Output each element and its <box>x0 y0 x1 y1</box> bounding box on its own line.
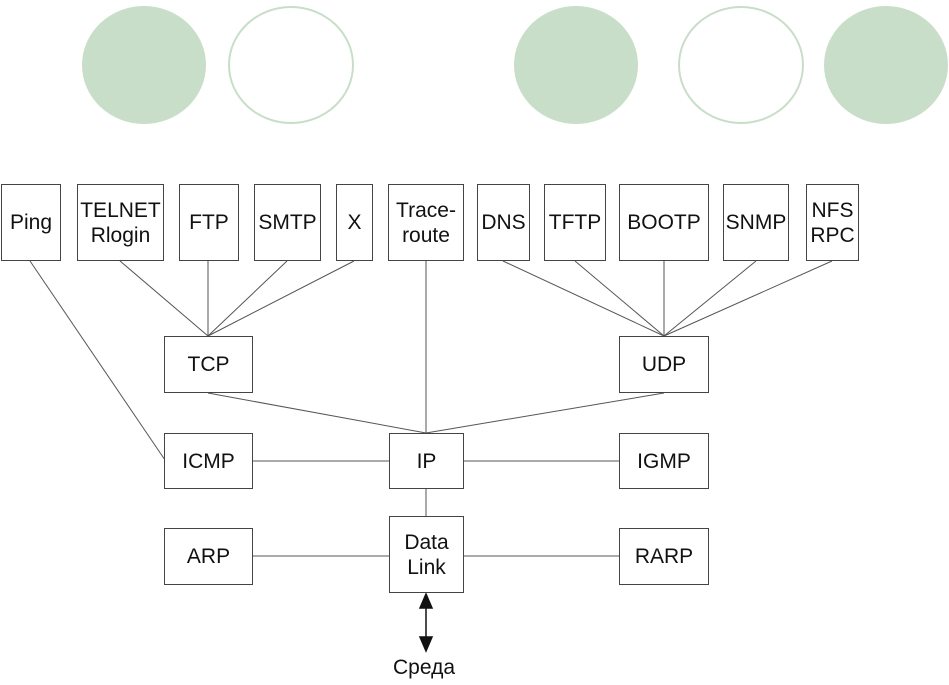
node-smtp: SMTP <box>254 184 321 261</box>
node-igmp: IGMP <box>619 433 709 489</box>
link-smtp-tcp <box>207 260 288 337</box>
media-label: Среда <box>393 656 455 679</box>
link-ping-icmp <box>29 260 166 461</box>
link-tftp-udp <box>574 260 665 337</box>
node-ping: Ping <box>1 184 61 261</box>
node-dns: DNS <box>477 184 530 261</box>
link-x-tcp <box>207 260 355 337</box>
node-arp: ARP <box>164 528 253 585</box>
node-tftp: TFTP <box>544 184 606 261</box>
decor-circle-1 <box>82 6 206 124</box>
decor-circle-4 <box>678 6 804 124</box>
node-telnet-rlogin: TELNET Rlogin <box>77 184 164 261</box>
node-nfs-rpc: NFS RPC <box>806 184 859 261</box>
link-snmp-udp <box>663 260 757 337</box>
media-arrow <box>418 592 434 653</box>
node-ftp: FTP <box>179 184 239 261</box>
node-x: X <box>336 184 373 261</box>
node-icmp: ICMP <box>164 433 253 489</box>
link-dns-udp <box>502 260 665 337</box>
node-data-link: Data Link <box>389 516 464 593</box>
decor-circle-3 <box>514 6 638 124</box>
node-tcp: TCP <box>164 336 253 393</box>
decor-circle-5 <box>824 6 948 124</box>
link-telnet-tcp <box>119 260 209 337</box>
node-snmp: SNMP <box>723 184 789 261</box>
node-traceroute: Trace- route <box>388 184 464 261</box>
link-tcp-ip <box>207 392 427 434</box>
node-udp: UDP <box>619 336 709 393</box>
decor-circle-2 <box>228 6 354 124</box>
link-udp-ip <box>425 392 665 434</box>
link-nfs-udp <box>663 260 833 337</box>
node-ip: IP <box>389 433 464 489</box>
node-rarp: RARP <box>619 528 709 585</box>
node-bootp: BOOTP <box>619 184 709 261</box>
